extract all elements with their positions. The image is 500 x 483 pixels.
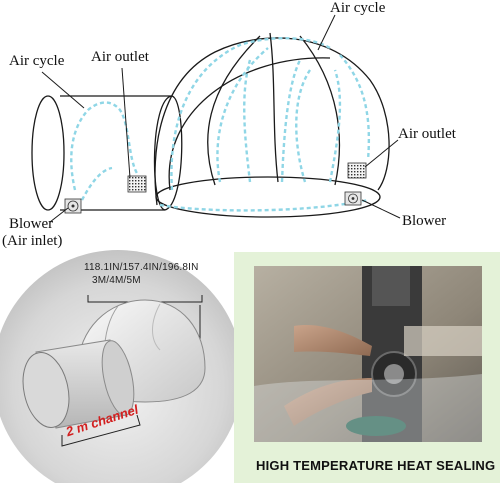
label-blower-left: Blower (9, 216, 54, 232)
label-air-outlet-left: Air outlet (91, 49, 149, 65)
heat-sealing-caption: HIGH TEMPERATURE HEAT SEALING (256, 458, 496, 473)
dimensions-meters: 3M/4M/5M (92, 275, 141, 286)
dome-outline (154, 32, 390, 218)
label-air-cycle-left: Air cycle (9, 53, 65, 69)
air-outlet-grill-left (127, 175, 147, 193)
bubble-tent-render (0, 250, 240, 483)
air-outlet-grill-right (347, 162, 367, 179)
dimensions-inches: 118.1IN/157.4IN/196.8IN (84, 262, 199, 273)
label-blower-right: Blower (402, 213, 447, 229)
blower-icon-right (344, 191, 362, 206)
bubble-tent-airflow-diagram (31, 14, 401, 223)
label-air-outlet-right: Air outlet (398, 126, 456, 142)
blower-icon-left (64, 198, 82, 214)
label-air-inlet: (Air inlet) (2, 233, 63, 249)
tunnel-outline (31, 95, 183, 211)
air-flow-paths (70, 37, 371, 212)
heat-sealing-panel: HIGH TEMPERATURE HEAT SEALING (234, 252, 500, 483)
leader-lines (41, 14, 401, 223)
channel-measure-line (61, 414, 141, 447)
label-air-cycle-top: Air cycle (330, 0, 386, 16)
render-tunnel (22, 339, 135, 429)
heat-sealing-photo (254, 266, 482, 442)
